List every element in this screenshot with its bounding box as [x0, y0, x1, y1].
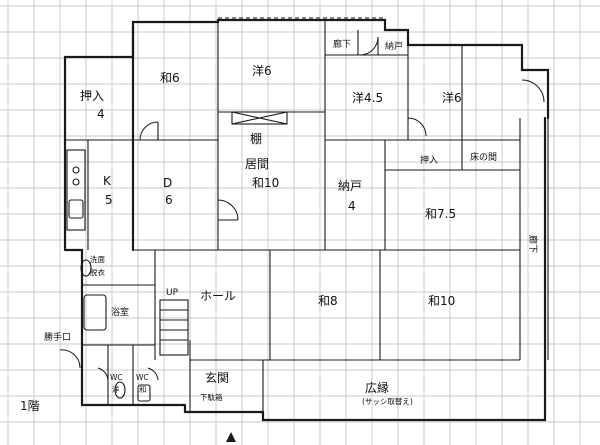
label-wa75: 和7.5: [425, 207, 456, 221]
label-engawa: 広縁: [365, 380, 389, 395]
label-katteguchi: 勝手口: [44, 331, 71, 343]
label-wc1: WC: [110, 373, 123, 382]
label-tana: 棚: [250, 131, 262, 146]
label-nando-top: 納戸: [385, 40, 403, 52]
room-labels: 押入 4 和6 洋6 廊下 納戸 洋4.5 洋6 K 5 D 6 棚 居間 和1…: [20, 38, 539, 413]
label-d-num: 6: [165, 193, 173, 207]
label-oshiire-r: 押入: [420, 154, 438, 166]
label-hall: ホール: [200, 289, 236, 303]
label-yo45: 洋4.5: [352, 90, 383, 105]
label-wa6: 和6: [160, 71, 180, 85]
label-senmen: 洗面: [90, 254, 105, 264]
label-nando4: 納戸: [338, 179, 362, 193]
label-engawa-note: (サッシ取替え): [362, 396, 413, 406]
label-wa8: 和8: [318, 294, 338, 308]
label-rouka-right: 廊下: [527, 235, 539, 253]
label-floor: 1階: [20, 398, 40, 413]
label-wa10b: 和10: [428, 294, 455, 308]
label-d: D: [163, 176, 172, 190]
label-toko: 床の間: [470, 151, 497, 163]
label-wc2b: 和: [139, 385, 147, 394]
entrance-marker: [226, 432, 236, 442]
label-up: UP: [166, 288, 179, 298]
label-genkan: 玄関: [205, 370, 229, 385]
label-oshiire-4: 押入: [80, 89, 104, 103]
label-senmen2: 脱衣: [90, 267, 105, 277]
label-oshiire-4-num: 4: [97, 107, 105, 121]
label-yo6-mid: 洋6: [252, 63, 272, 78]
label-ima: 居間: [245, 157, 269, 171]
label-wa10: 和10: [252, 176, 279, 190]
label-getabako: 下駄箱: [200, 392, 223, 402]
label-k-num: 5: [105, 193, 113, 207]
label-wc1b: 洋: [112, 384, 120, 394]
label-rouka-top: 廊下: [333, 38, 351, 50]
doors: [59, 36, 545, 381]
label-furo: 浴室: [111, 306, 129, 318]
walls: [63, 17, 550, 422]
label-yo6-right: 洋6: [442, 90, 462, 105]
label-k: K: [103, 174, 112, 188]
label-wc2: WC: [136, 373, 149, 382]
label-nando4-num: 4: [348, 199, 356, 213]
